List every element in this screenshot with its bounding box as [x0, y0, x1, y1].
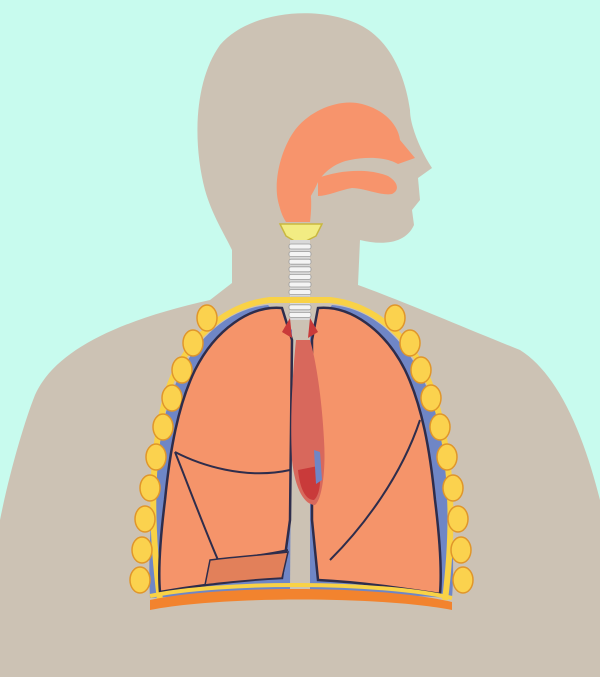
- trachea-ring-icon: [289, 252, 311, 257]
- trachea-ring-icon: [289, 312, 311, 317]
- rib-oval-icon: [385, 305, 405, 331]
- trachea-ring-icon: [289, 282, 311, 287]
- rib-oval-icon: [451, 537, 471, 563]
- rib-oval-icon: [453, 567, 473, 593]
- rib-oval-icon: [437, 444, 457, 470]
- trachea-ring-icon: [289, 305, 311, 310]
- rib-oval-icon: [132, 537, 152, 563]
- trachea-ring-icon: [289, 259, 311, 264]
- rib-oval-icon: [421, 385, 441, 411]
- rib-oval-icon: [135, 506, 155, 532]
- pharynx: [278, 170, 312, 222]
- rib-oval-icon: [197, 305, 217, 331]
- trachea-ring-icon: [289, 290, 311, 295]
- rib-oval-icon: [443, 475, 463, 501]
- trachea-ring-icon: [289, 244, 311, 249]
- trachea-ring-icon: [289, 274, 311, 279]
- rib-oval-icon: [183, 330, 203, 356]
- rib-oval-icon: [146, 444, 166, 470]
- trachea: [289, 240, 311, 320]
- rib-oval-icon: [411, 357, 431, 383]
- rib-oval-icon: [448, 506, 468, 532]
- rib-oval-icon: [130, 567, 150, 593]
- rib-oval-icon: [162, 385, 182, 411]
- rib-oval-icon: [172, 357, 192, 383]
- rib-oval-icon: [140, 475, 160, 501]
- trachea-ring-icon: [289, 267, 311, 272]
- rib-oval-icon: [153, 414, 173, 440]
- rib-oval-icon: [400, 330, 420, 356]
- rib-oval-icon: [430, 414, 450, 440]
